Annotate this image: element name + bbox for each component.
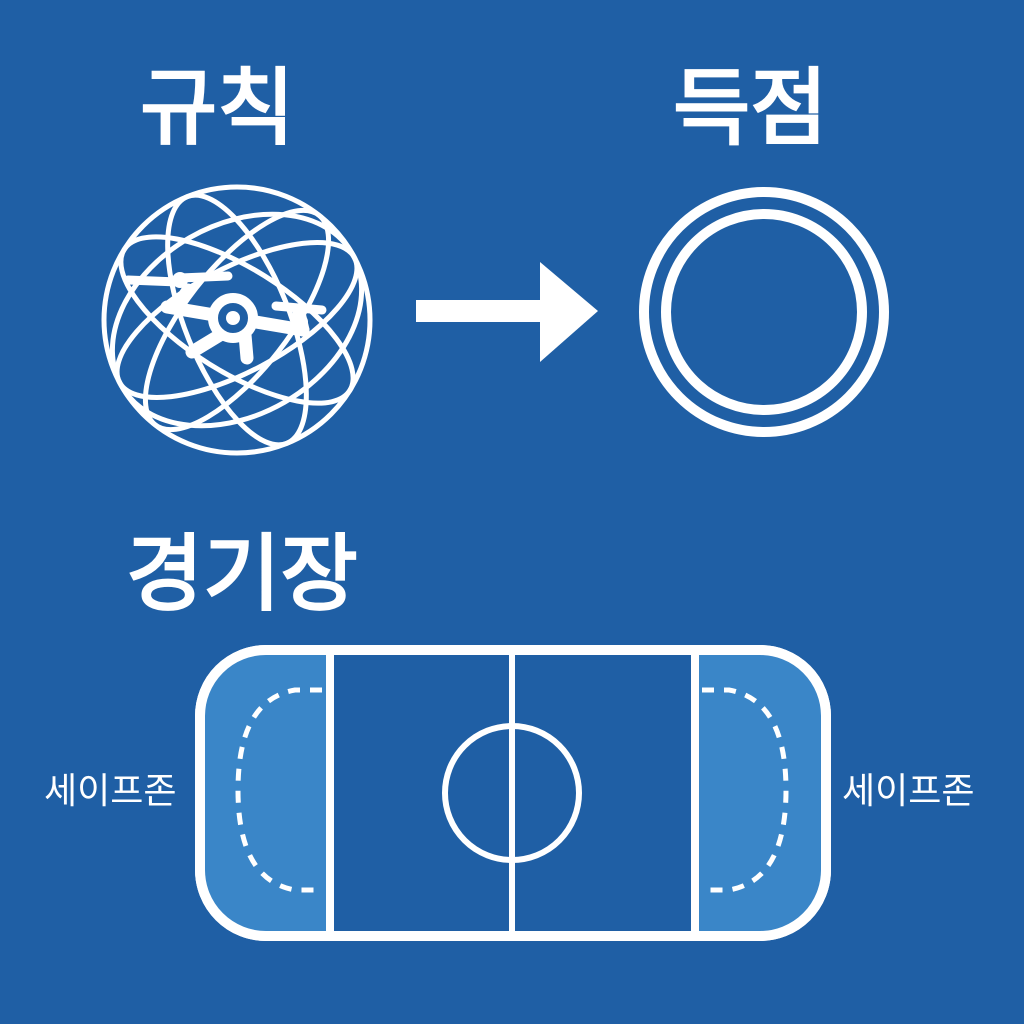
rules-heading: 규칙 — [140, 59, 295, 157]
drone-in-spherical-cage-icon — [101, 184, 373, 456]
right-safe-zone — [697, 655, 821, 931]
field-outline-stroke — [195, 645, 831, 941]
arena-heading: 경기장 — [126, 525, 358, 623]
arena-field — [195, 645, 831, 941]
arrow-right-icon — [416, 262, 598, 362]
double-ring-icon — [639, 187, 889, 437]
right-safe-zone-label: 세이프존 — [842, 771, 975, 812]
left-dashed-arc — [235, 687, 322, 893]
center-circle — [442, 723, 582, 863]
scoring-heading: 득점 — [673, 59, 828, 157]
left-safe-zone — [205, 655, 328, 931]
right-dashed-arc — [702, 687, 789, 893]
left-safe-zone-label: 세이프존 — [44, 771, 177, 812]
